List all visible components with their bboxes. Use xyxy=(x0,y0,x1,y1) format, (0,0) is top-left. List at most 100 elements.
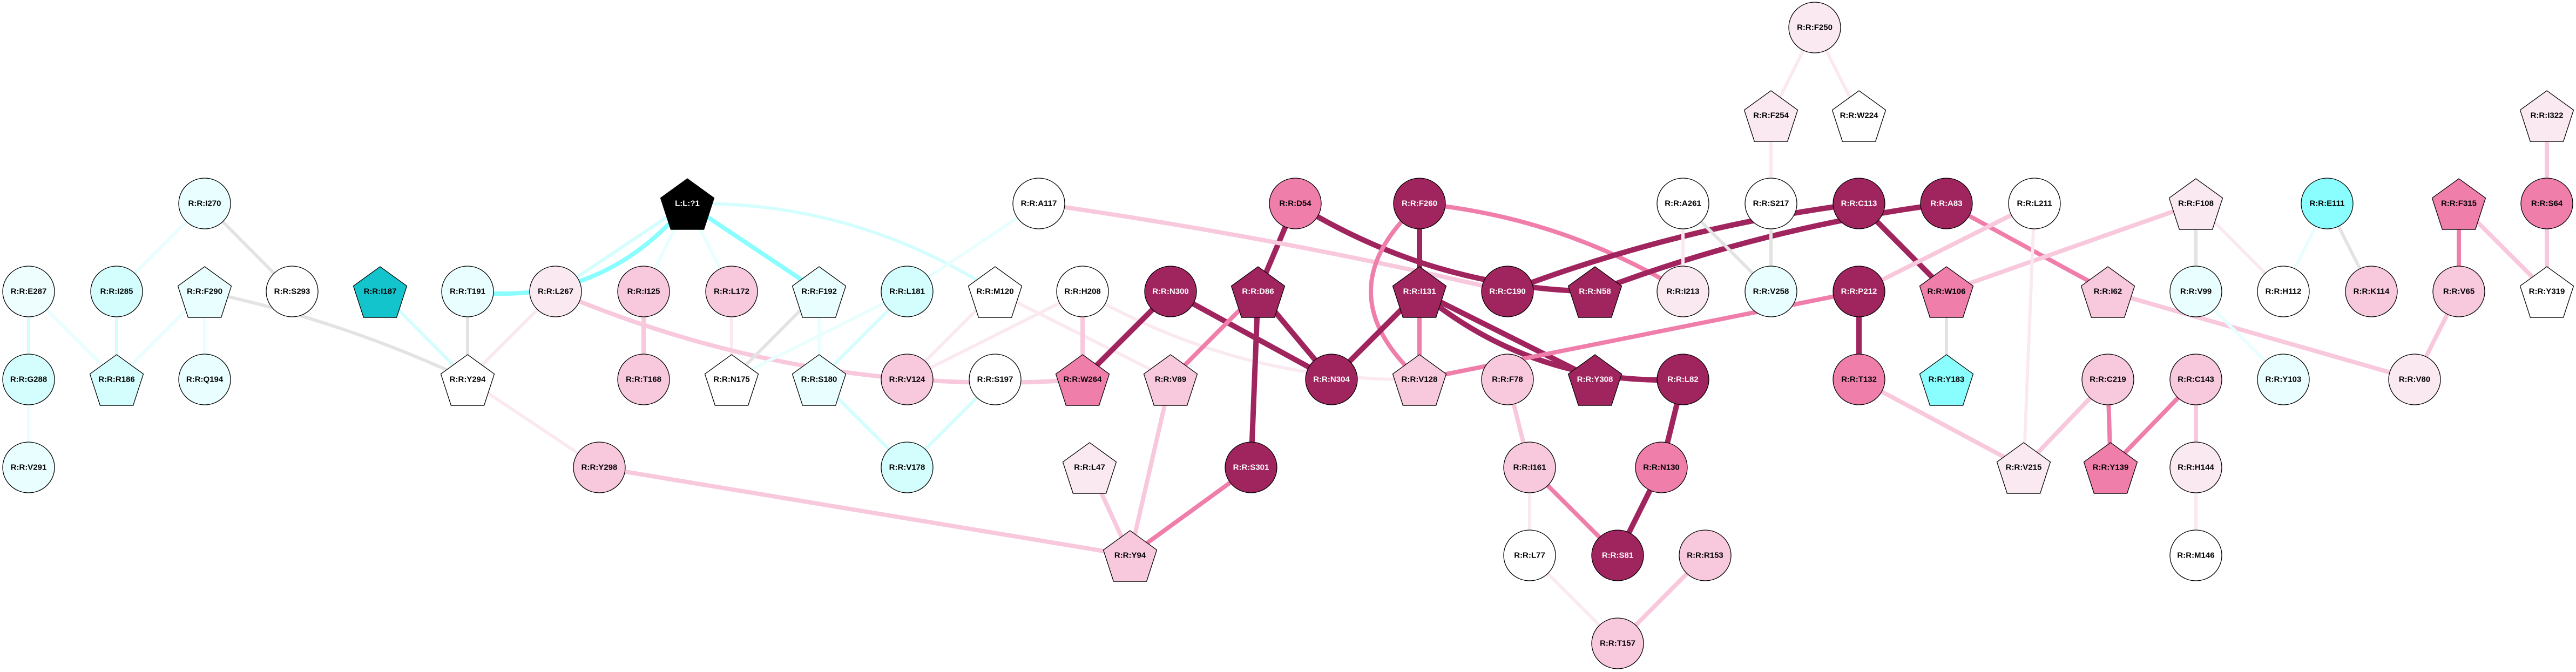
node-f250[interactable]: R:R:F250 xyxy=(1788,2,1841,53)
circle-node-shape[interactable] xyxy=(1833,354,1885,405)
node-n304[interactable]: R:R:N304 xyxy=(1305,354,1358,405)
circle-node-shape[interactable] xyxy=(1269,178,1322,229)
node-f108[interactable]: R:R:F108 xyxy=(2168,178,2223,230)
pentagon-node-shape[interactable] xyxy=(2519,90,2574,142)
node-f78[interactable]: R:R:F78 xyxy=(1481,354,1534,405)
circle-node-shape[interactable] xyxy=(90,266,143,317)
node-y94[interactable]: R:R:Y94 xyxy=(1103,530,1158,582)
node-f290[interactable]: R:R:F290 xyxy=(177,266,232,318)
pentagon-node-shape[interactable] xyxy=(704,354,759,406)
circle-node-shape[interactable] xyxy=(529,266,582,317)
pentagon-node-shape[interactable] xyxy=(1743,90,1799,142)
circle-node-shape[interactable] xyxy=(1635,442,1688,493)
node-i187[interactable]: R:R:I187 xyxy=(353,266,408,318)
node-a83[interactable]: R:R:A83 xyxy=(1920,178,1973,229)
circle-node-shape[interactable] xyxy=(881,266,934,317)
circle-node-shape[interactable] xyxy=(2169,530,2222,581)
circle-node-shape[interactable] xyxy=(1679,530,1732,581)
node-p212[interactable]: R:R:P212 xyxy=(1833,266,1885,317)
circle-node-shape[interactable] xyxy=(441,266,494,317)
node-i125[interactable]: R:R:I125 xyxy=(617,266,670,317)
node-c143[interactable]: R:R:C143 xyxy=(2169,354,2222,405)
node-v124[interactable]: R:R:V124 xyxy=(881,354,934,405)
node-i213[interactable]: R:R:I213 xyxy=(1657,266,1709,317)
pentagon-node-shape[interactable] xyxy=(177,266,232,318)
circle-node-shape[interactable] xyxy=(1503,530,1556,581)
node-f192[interactable]: R:R:F192 xyxy=(792,266,847,318)
node-v291[interactable]: R:R:V291 xyxy=(2,442,55,493)
node-d54[interactable]: R:R:D54 xyxy=(1269,178,1322,229)
node-l82[interactable]: R:R:L82 xyxy=(1657,354,1709,405)
node-n300[interactable]: R:R:N300 xyxy=(1144,266,1197,317)
circle-node-shape[interactable] xyxy=(2301,178,2354,229)
node-m120[interactable]: R:R:M120 xyxy=(968,266,1023,318)
node-s293[interactable]: R:R:S293 xyxy=(266,266,319,317)
circle-node-shape[interactable] xyxy=(2345,266,2398,317)
circle-node-shape[interactable] xyxy=(2081,354,2134,405)
node-t168[interactable]: R:R:T168 xyxy=(617,354,670,405)
pentagon-node-shape[interactable] xyxy=(1567,266,1622,318)
pentagon-node-shape[interactable] xyxy=(1392,266,1447,318)
node-i62[interactable]: R:R:I62 xyxy=(2080,266,2135,318)
node-f315[interactable]: R:R:F315 xyxy=(2431,178,2486,230)
pentagon-node-shape[interactable] xyxy=(2431,178,2486,230)
circle-node-shape[interactable] xyxy=(705,266,758,317)
pentagon-node-shape[interactable] xyxy=(1567,354,1622,406)
node-t157[interactable]: R:R:T157 xyxy=(1591,617,1644,669)
node-e111[interactable]: R:R:E111 xyxy=(2301,178,2354,229)
node-v80[interactable]: R:R:V80 xyxy=(2388,354,2441,405)
circle-node-shape[interactable] xyxy=(2257,354,2310,405)
circle-node-shape[interactable] xyxy=(1833,178,1885,229)
circle-node-shape[interactable] xyxy=(2257,266,2310,317)
circle-node-shape[interactable] xyxy=(1481,266,1534,317)
node-i322[interactable]: R:R:I322 xyxy=(2519,90,2574,142)
circle-node-shape[interactable] xyxy=(881,442,934,493)
node-h208[interactable]: R:R:H208 xyxy=(1056,266,1109,317)
circle-node-shape[interactable] xyxy=(2,266,55,317)
node-r153[interactable]: R:R:R153 xyxy=(1679,530,1732,581)
node-n58[interactable]: R:R:N58 xyxy=(1567,266,1622,318)
circle-node-shape[interactable] xyxy=(1657,354,1709,405)
pentagon-node-shape[interactable] xyxy=(1230,266,1286,318)
node-l172[interactable]: R:R:L172 xyxy=(705,266,758,317)
circle-node-shape[interactable] xyxy=(1657,266,1709,317)
circle-node-shape[interactable] xyxy=(2520,178,2573,229)
pentagon-node-shape[interactable] xyxy=(1996,442,2051,494)
circle-node-shape[interactable] xyxy=(2008,178,2061,229)
node-y298[interactable]: R:R:Y298 xyxy=(573,442,626,493)
node-s301[interactable]: R:R:S301 xyxy=(1225,442,1277,493)
node-a117[interactable]: R:R:A117 xyxy=(1012,178,1065,229)
node-h144[interactable]: R:R:H144 xyxy=(2169,442,2222,493)
node-f260[interactable]: R:R:F260 xyxy=(1393,178,1446,229)
node-s217[interactable]: R:R:S217 xyxy=(1745,178,1797,229)
circle-node-shape[interactable] xyxy=(617,266,670,317)
node-l267[interactable]: R:R:L267 xyxy=(529,266,582,317)
node-i161[interactable]: R:R:I161 xyxy=(1503,442,1556,493)
node-m146[interactable]: R:R:M146 xyxy=(2169,530,2222,581)
pentagon-node-shape[interactable] xyxy=(2168,178,2223,230)
node-i270[interactable]: R:R:I270 xyxy=(178,178,231,229)
node-y183[interactable]: R:R:Y183 xyxy=(1919,354,1974,406)
circle-node-shape[interactable] xyxy=(1745,266,1797,317)
node-k114[interactable]: R:R:K114 xyxy=(2345,266,2398,317)
circle-node-shape[interactable] xyxy=(1591,617,1644,669)
node-y103[interactable]: R:R:Y103 xyxy=(2257,354,2310,405)
node-s81[interactable]: R:R:S81 xyxy=(1591,530,1644,581)
node-c113[interactable]: R:R:C113 xyxy=(1833,178,1885,229)
circle-node-shape[interactable] xyxy=(178,178,231,229)
circle-node-shape[interactable] xyxy=(1012,178,1065,229)
node-a261[interactable]: R:R:A261 xyxy=(1657,178,1709,229)
node-f254[interactable]: R:R:F254 xyxy=(1743,90,1799,142)
pentagon-node-shape[interactable] xyxy=(1055,354,1110,406)
node-t132[interactable]: R:R:T132 xyxy=(1833,354,1885,405)
circle-node-shape[interactable] xyxy=(969,354,1022,405)
pentagon-node-shape[interactable] xyxy=(2080,266,2135,318)
circle-node-shape[interactable] xyxy=(1225,442,1277,493)
pentagon-node-shape[interactable] xyxy=(1919,354,1974,406)
circle-node-shape[interactable] xyxy=(2432,266,2485,317)
node-v65[interactable]: R:R:V65 xyxy=(2432,266,2485,317)
circle-node-shape[interactable] xyxy=(2169,442,2222,493)
circle-node-shape[interactable] xyxy=(1788,2,1841,53)
node-d86[interactable]: R:R:D86 xyxy=(1230,266,1286,318)
circle-node-shape[interactable] xyxy=(2169,266,2222,317)
